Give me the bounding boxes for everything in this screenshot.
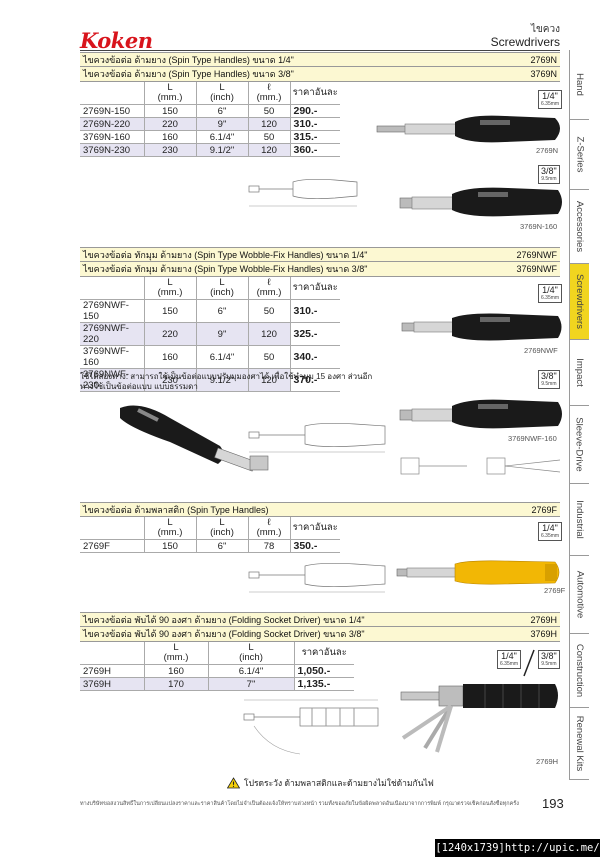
dimension-drawing xyxy=(243,699,379,755)
dimension-drawing xyxy=(248,178,358,207)
category-thai: ไขควง xyxy=(530,24,560,35)
usage-note: ใช้ได้สองทาง: สามารถใช้เป็นข้อต่อแบบปรับ… xyxy=(80,372,373,391)
screwdriver-image xyxy=(401,313,562,341)
image-caption: 2769F xyxy=(544,586,566,595)
tab-z-series[interactable]: Z-Series xyxy=(569,120,589,190)
warning-note: โปรดระวัง ด้ามพลาสติกและด้ามยางไม่ใช่ด้า… xyxy=(227,776,434,790)
table-header: L(mm.) L(inch) ℓ(mm.) ราคาอันละ xyxy=(80,277,340,300)
spec-table: L(mm.) L(inch) ℓ(mm.) ราคาอันละ 2769NWF-… xyxy=(80,277,340,392)
size-badge: 3/8"9.5mm xyxy=(538,165,560,184)
dimension-drawing xyxy=(248,562,386,593)
brand-logo: Koken xyxy=(80,28,153,53)
size-badge: 3/8"9.5mm xyxy=(538,370,560,389)
screwdriver-image xyxy=(399,187,562,217)
category-english: Screwdrivers xyxy=(490,35,560,49)
section-folding-socket-driver: ไขควงข้อต่อ พับได้ 90 องศา ด้ามยาง (Fold… xyxy=(80,612,560,691)
size-badge: 1/4"6.35mm xyxy=(538,522,563,541)
header-divider xyxy=(80,50,560,51)
image-caption: 3769N-160 xyxy=(520,222,558,231)
tab-impact[interactable]: Impact xyxy=(569,340,589,406)
tab-accessories[interactable]: Accessories xyxy=(569,190,589,264)
table-header: L(mm.) L(inch) ℓ(mm.) ราคาอันละ xyxy=(80,82,340,105)
size-badge: 1/4"6.35mm xyxy=(497,650,522,669)
title-bar: ไขควงข้อต่อ ด้ามยาง (Spin Type Handles) … xyxy=(80,67,560,82)
section-plastic-handle: ไขควงข้อต่อ ด้ามพลาสติก (Spin Type Handl… xyxy=(80,502,560,553)
title-bar: ไขควงข้อต่อ ด้ามพลาสติก (Spin Type Handl… xyxy=(80,502,560,517)
section-spin-type-rubber: ไขควงข้อต่อ ด้ามยาง (Spin Type Handles) … xyxy=(80,52,560,157)
size-badge: 1/4"6.35mm xyxy=(538,284,563,303)
title-bar: ไขควงข้อต่อ พับได้ 90 องศา ด้ามยาง (Fold… xyxy=(80,627,560,642)
watermark-stamp: [1240x1739]http://upic.me/ xyxy=(435,839,600,857)
screwdriver-image xyxy=(399,399,562,429)
image-caption: 2769H xyxy=(536,757,559,766)
tab-screwdrivers[interactable]: Screwdrivers xyxy=(569,264,589,340)
warning-icon xyxy=(227,777,240,789)
table-header: L(mm.) L(inch) ราคาอันละ xyxy=(80,642,354,665)
table-header: L(mm.) L(inch) ℓ(mm.) ราคาอันละ xyxy=(80,517,340,540)
wobble-screwdriver-photo xyxy=(120,405,269,472)
title-bar: ไขควงข้อต่อ ทักมุม ด้ามยาง (Spin Type Wo… xyxy=(80,247,560,262)
folding-driver-image xyxy=(400,684,558,753)
wobble-detail-drawing xyxy=(400,457,561,475)
tab-sleeve-drive[interactable]: Sleeve-Drive xyxy=(569,406,589,484)
tab-industrial[interactable]: Industrial xyxy=(569,484,589,556)
tab-hand[interactable]: Hand xyxy=(569,50,589,120)
title-bar: ไขควงข้อต่อ ด้ามยาง (Spin Type Handles) … xyxy=(80,52,560,67)
size-badge: 1/4"6.35mm xyxy=(538,90,563,109)
dimension-drawing xyxy=(248,422,386,453)
screwdriver-image xyxy=(376,115,560,143)
image-caption: 2769N xyxy=(536,146,559,155)
section-wobble-fix: ไขควงข้อต่อ ทักมุม ด้ามยาง (Spin Type Wo… xyxy=(80,247,560,392)
title-bar: ไขควงข้อต่อ พับได้ 90 องศา ด้ามยาง (Fold… xyxy=(80,612,560,627)
tab-automotive[interactable]: Automotive xyxy=(569,556,589,634)
tab-renewal-kits[interactable]: Renewal Kits xyxy=(569,708,589,780)
page-number: 193 xyxy=(542,796,564,811)
plastic-screwdriver-image xyxy=(396,560,560,585)
title-bar: ไขควงข้อต่อ ทักมุม ด้ามยาง (Spin Type Wo… xyxy=(80,262,560,277)
category-tabs: Hand Z-Series Accessories Screwdrivers I… xyxy=(569,50,589,780)
image-caption: 3769NWF-160 xyxy=(508,434,557,443)
tab-construction[interactable]: Construction xyxy=(569,634,589,708)
spec-table: L(mm.) L(inch) ℓ(mm.) ราคาอันละ 2769N-15… xyxy=(80,82,340,157)
image-caption: 2769NWF xyxy=(524,346,558,355)
slash-divider xyxy=(523,649,535,677)
size-badge: 3/8"9.5mm xyxy=(538,650,560,669)
disclaimer: ทางบริษัทขอสงวนสิทธิ์ในการเปลี่ยนแปลงราค… xyxy=(80,801,519,807)
